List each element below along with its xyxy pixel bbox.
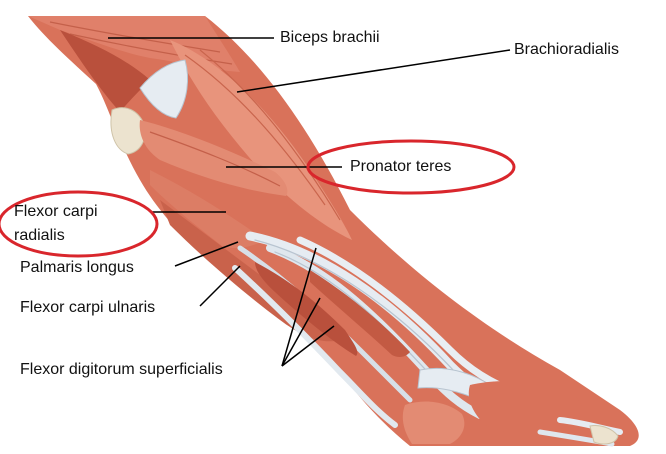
tendon-flexor-carpi-ulnaris (232, 265, 398, 428)
leader-line-flexor-digitorum-2 (281, 297, 321, 367)
forearm-silhouette (28, 16, 639, 446)
label-flexor-carpi-radialis-line1: Flexor carpi (14, 203, 98, 220)
label-palmaris-longus: Palmaris longus (20, 259, 134, 276)
thenar-muscle (468, 380, 584, 437)
brachioradialis-muscle (170, 40, 352, 240)
forearm-illustration (28, 16, 639, 447)
wrist-bone (589, 425, 619, 445)
highlight-ring-pronator-teres (306, 139, 516, 195)
label-flexor-digitorum-superficialis: Flexor digitorum superficialis (20, 361, 223, 378)
deep-forearm-muscle (310, 270, 410, 357)
leader-line-flexor-digitorum-3 (281, 325, 335, 367)
finger-tendon (557, 417, 623, 435)
label-flexor-carpi-radialis-line2: radialis (14, 227, 65, 244)
label-pronator-teres: Pronator teres (350, 158, 452, 175)
label-brachioradialis: Brachioradialis (514, 41, 619, 58)
elbow-bone (110, 107, 146, 155)
brachioradialis-fiber (184, 54, 326, 206)
brachioradialis-fiber (199, 49, 341, 221)
leader-line-brachioradialis (236, 49, 511, 93)
leader-line-flexor-digitorum-1 (281, 247, 317, 367)
leader-lines (108, 37, 511, 367)
leader-line-flexor-carpi-ulnaris (199, 265, 241, 307)
tendon-flexor-digitorum-3 (296, 236, 519, 396)
leader-line-palmaris-longus (174, 241, 239, 267)
pronator-teres-fiber (149, 131, 281, 187)
hypothenar-muscle (402, 401, 465, 444)
elbow-tendon (139, 59, 189, 119)
highlight-ring-flexor-carpi-radialis (0, 190, 159, 258)
tendon-shadow (254, 239, 456, 373)
flexor-carpi-radialis-muscle (150, 170, 265, 248)
deep-forearm-muscle (255, 262, 358, 356)
label-flexor-carpi-ulnaris: Flexor carpi ulnaris (20, 299, 156, 316)
label-biceps-brachii: Biceps brachii (280, 29, 380, 46)
deep-muscle-shadow (60, 30, 150, 112)
tendon-shadow (274, 251, 436, 381)
pronator-teres-muscle (139, 120, 288, 196)
